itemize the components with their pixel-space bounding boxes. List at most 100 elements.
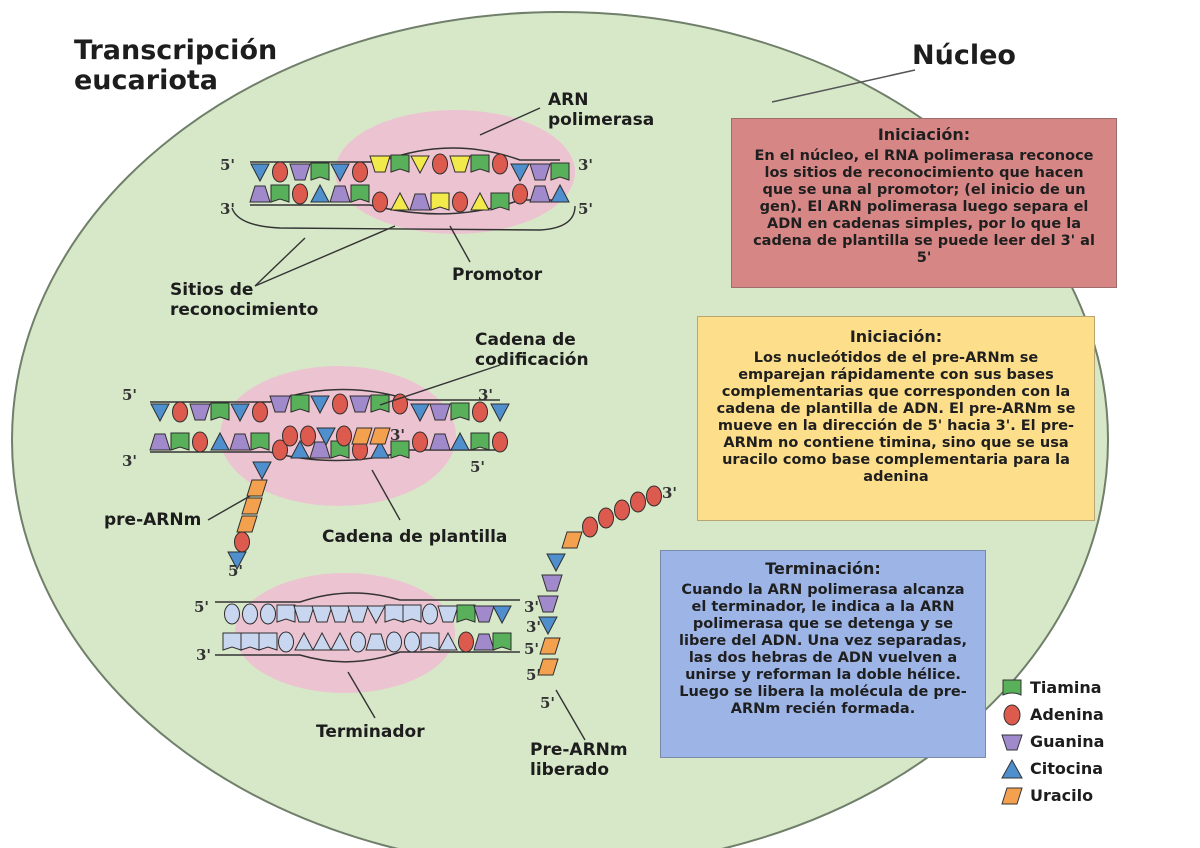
nucleotide-triangle — [438, 631, 458, 651]
nucleotide-triangle — [230, 403, 250, 423]
nucleotide-oval — [332, 393, 348, 415]
pointer-lines — [207, 107, 586, 741]
nucleotide-oval — [598, 507, 614, 529]
nucleotide-oval — [278, 631, 294, 653]
nucleotide-trapezoid — [329, 605, 351, 623]
nucleotide-cup — [420, 632, 440, 651]
nucleotide-oval — [582, 516, 598, 538]
nucleotide-triangle — [470, 191, 490, 211]
nucleotide-oval — [386, 631, 402, 653]
box-terminacion: Terminación: Cuando la ARN polimerasa al… — [660, 550, 986, 758]
nucleotide-trapezoid — [269, 395, 291, 413]
nucleotide-cup — [402, 604, 422, 623]
nucleotide-oval — [350, 631, 366, 653]
nucleotide-triangle — [250, 163, 270, 183]
nucleotide-trapezoid — [329, 185, 351, 203]
nucleotide-parallelogram — [241, 497, 263, 515]
nucleotide-cup — [550, 162, 570, 181]
nucleotide-trapezoid — [347, 605, 369, 623]
box-iniciacion-1-body: En el núcleo, el RNA polimerasa reconoce… — [753, 148, 1095, 266]
box-iniciacion-2: Iniciación: Los nucleótidos de el pre-AR… — [697, 316, 1095, 521]
nucleotide-oval — [630, 491, 646, 513]
legend-label: Adenina — [1030, 705, 1104, 724]
nucleotide-cup — [490, 192, 510, 211]
nucleotide-triangle — [410, 403, 430, 423]
nucleotide-cup — [450, 402, 470, 421]
box-terminacion-body: Cuando la ARN polimerasa alcanza el term… — [679, 582, 967, 717]
nucleotide-oval — [432, 153, 448, 175]
legend-item-citocina: Citocina — [1000, 757, 1140, 784]
nucleotide-trapezoid — [229, 433, 251, 451]
nucleotide-oval — [352, 161, 368, 183]
strand-end-label: 5' — [228, 562, 243, 580]
nucleotide-cup — [492, 632, 512, 651]
nucleotide-triangle — [510, 163, 530, 183]
legend-item-adenina: Adenina — [1000, 703, 1140, 730]
template-pointer-line — [371, 469, 401, 521]
nucleotide-trapezoid — [473, 605, 495, 623]
nucleotide-trapezoid — [529, 185, 551, 203]
strand-end-label: 3' — [478, 386, 493, 404]
strand-end-label: 3' — [526, 618, 541, 636]
released-pointer-line — [555, 689, 586, 741]
nucleotide-cup — [470, 154, 490, 173]
legend-label: Tiamina — [1030, 678, 1102, 697]
pre-mrna-pointer-line — [207, 495, 251, 521]
nucleotide-parallelogram — [246, 479, 268, 497]
nucleotide-oval — [252, 401, 268, 423]
nucleotide-triangle — [366, 605, 386, 625]
label-cadena-codificacion: Cadena de codificación — [475, 330, 589, 370]
nucleotide-triangle — [227, 551, 247, 571]
terminator-pointer-line — [347, 671, 376, 719]
nucleotide-trapezoid — [293, 605, 315, 623]
strand-end-label: 3' — [196, 646, 211, 664]
strand-end-label: 3' — [524, 598, 539, 616]
nucleotide-cup — [430, 192, 450, 211]
dna-backbone — [215, 592, 520, 603]
nucleotide-oval — [336, 425, 352, 447]
nucleotide-oval — [472, 401, 488, 423]
nucleotide-bases — [149, 147, 662, 676]
label-terminador: Terminador — [316, 722, 425, 742]
nucleotide-triangle — [316, 427, 336, 447]
label-cadena-plantilla: Cadena de plantilla — [322, 527, 508, 547]
nucleotide-triangle — [450, 431, 470, 451]
nucleotide-oval — [512, 183, 528, 205]
nucleotide-oval — [224, 603, 240, 625]
nucleotide-oval — [404, 631, 420, 653]
nucleotide-cup — [250, 432, 270, 451]
box-terminacion-heading: Terminación: — [765, 559, 881, 578]
strand-end-label: 5' — [540, 694, 555, 712]
nucleotide-trapezoid — [449, 155, 471, 173]
nucleotide-oval — [646, 485, 662, 507]
nucleotide-triangle — [410, 155, 430, 175]
box-iniciacion-2-heading: Iniciación: — [849, 327, 943, 346]
nucleotide-parallelogram — [351, 427, 373, 445]
nucleotide-trapezoid — [529, 163, 551, 181]
nucleotide-parallelogram — [369, 427, 391, 445]
strand-end-label: 5' — [194, 598, 209, 616]
box-iniciacion-1-heading: Iniciación: — [877, 125, 971, 144]
nucleotide-trapezoid — [429, 433, 451, 451]
nucleotide-oval — [492, 431, 508, 453]
adenina-oval-icon — [1003, 704, 1021, 726]
nucleotide-oval — [614, 499, 630, 521]
polymerase-blob-3 — [235, 573, 455, 693]
promoter-brace — [231, 205, 576, 231]
nucleotide-trapezoid — [149, 433, 171, 451]
nucleotide-oval — [282, 425, 298, 447]
nucleotide-cup — [222, 632, 242, 651]
nucleotide-trapezoid — [369, 155, 391, 173]
legend-item-uracilo: Uracilo — [1000, 784, 1140, 811]
nucleotide-triangle — [490, 403, 510, 423]
nucleotide-trapezoid — [365, 633, 387, 651]
legend-label: Citocina — [1030, 759, 1104, 778]
nucleotide-trapezoid — [541, 574, 563, 592]
nucleotide-parallelogram — [537, 658, 559, 676]
nucleotide-trapezoid — [189, 403, 211, 421]
label-promotor: Promotor — [452, 265, 543, 285]
nucleotide-parallelogram — [236, 515, 258, 533]
promoter-pointer-line — [449, 225, 471, 263]
nucleotide-triangle — [252, 461, 272, 481]
legend-label: Guanina — [1030, 732, 1105, 751]
